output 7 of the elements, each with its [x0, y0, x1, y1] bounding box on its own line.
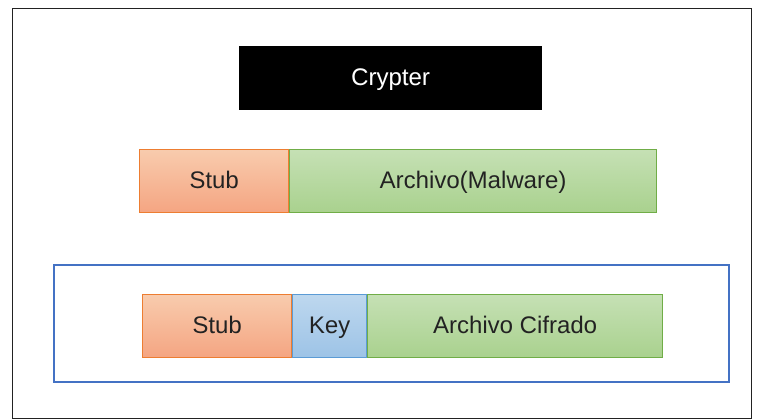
group-frame [53, 264, 730, 383]
stub-block: Stub [139, 149, 289, 213]
file-block: Archivo(Malware) [289, 149, 657, 213]
title-box: Crypter [239, 46, 542, 110]
key-block: Key [292, 294, 367, 358]
stub-block: Stub [142, 294, 292, 358]
file-block: Archivo Cifrado [367, 294, 663, 358]
